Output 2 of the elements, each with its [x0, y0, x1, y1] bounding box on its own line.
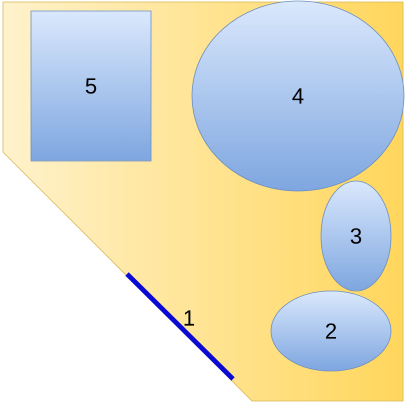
number-label: 1 — [184, 310, 194, 326]
rectangle: 5 — [30, 10, 152, 162]
